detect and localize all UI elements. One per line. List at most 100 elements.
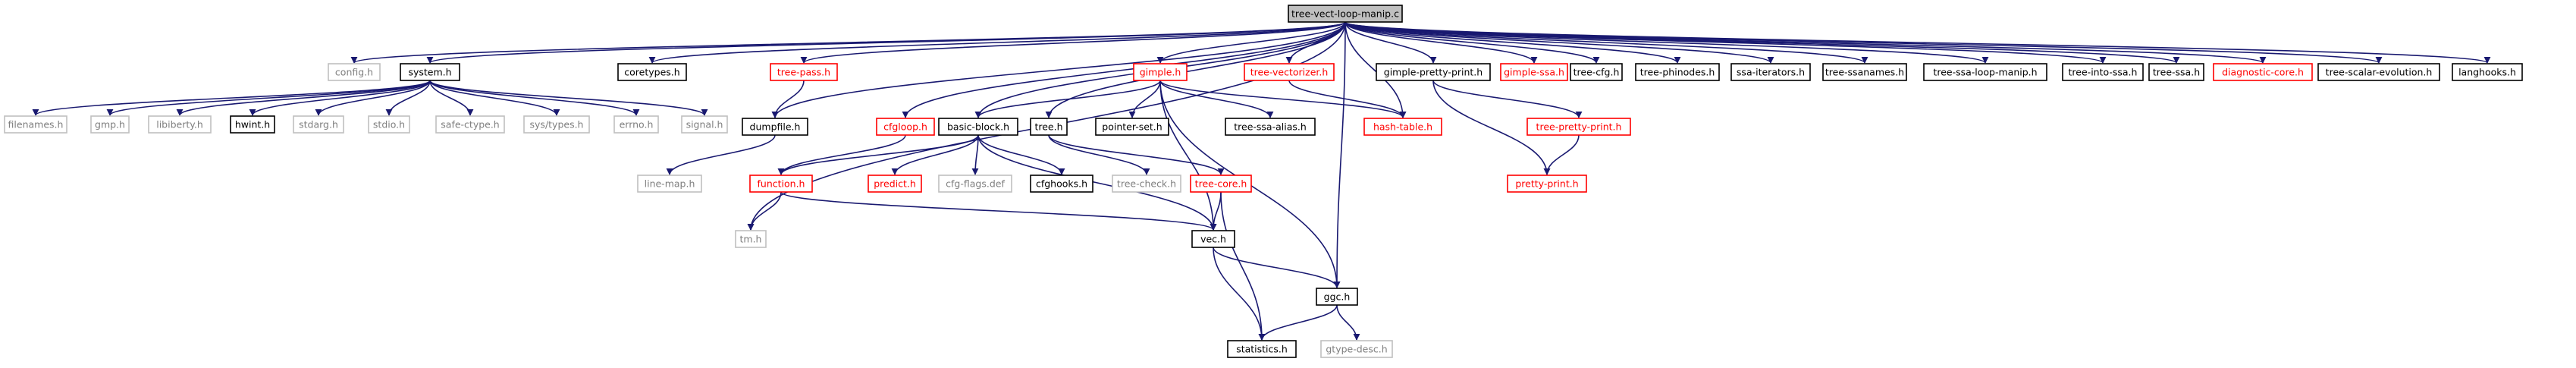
edge-root-to-tree-into-ssa-h — [1344, 21, 2107, 64]
node-box — [868, 175, 922, 193]
edge-line — [429, 80, 560, 116]
node-tm-h[interactable]: tm.h — [735, 230, 767, 248]
edge-line — [315, 80, 431, 116]
edge-line — [1048, 134, 1225, 175]
node-cfgloop-h[interactable]: cfgloop.h — [876, 118, 935, 136]
node-label: system.h — [408, 67, 451, 78]
node-tree-vectorizer-h[interactable]: tree-vectorizer.h — [1244, 63, 1335, 81]
node-box — [1227, 340, 1297, 358]
node-system-h[interactable]: system.h — [400, 63, 460, 81]
node-libiberty-h[interactable]: libiberty.h — [148, 115, 212, 134]
node-tree-ssanames-h[interactable]: tree-ssanames.h — [1822, 63, 1907, 81]
node-hwint-h[interactable]: hwint.h — [230, 115, 275, 134]
node-box — [1500, 63, 1568, 81]
edge-line — [1344, 21, 1437, 64]
node-gimple-h[interactable]: gimple.h — [1133, 63, 1188, 81]
edge-line — [800, 21, 1346, 64]
node-diagnostic-core-h[interactable]: diagnostic-core.h — [2213, 63, 2313, 81]
node-label: gimple.h — [1140, 67, 1181, 78]
edge-line — [1213, 247, 1341, 288]
node-predict-h[interactable]: predict.h — [868, 175, 922, 193]
node-label: sys/types.h — [530, 119, 584, 131]
node-tree-phinodes-h[interactable]: tree-phinodes.h — [1635, 63, 1720, 81]
node-basic-block-h[interactable]: basic-block.h — [938, 118, 1018, 136]
node-tree-pretty-print-h[interactable]: tree-pretty-print.h — [1526, 118, 1631, 136]
edge-line — [1344, 21, 2490, 64]
node-root[interactable]: tree-vect-loop-manip.c — [1288, 5, 1403, 23]
edge-line — [891, 134, 979, 175]
node-pointer-set-h[interactable]: pointer-set.h — [1095, 118, 1169, 136]
edge-root-to-dumpfile-h — [771, 21, 1346, 118]
edge-line — [429, 80, 474, 116]
node-label: tree-pretty-print.h — [1536, 121, 1622, 133]
node-tree-core-h[interactable]: tree-core.h — [1190, 175, 1252, 193]
node-gtype-desc-h[interactable]: gtype-desc.h — [1320, 340, 1393, 358]
node-box — [938, 118, 1018, 136]
node-label: line-map.h — [645, 178, 695, 190]
node-statistics-h[interactable]: statistics.h — [1227, 340, 1297, 358]
node-label: langhooks.h — [2458, 67, 2516, 78]
node-tree-check-h[interactable]: tree-check.h — [1112, 175, 1181, 193]
edges-layer — [32, 21, 2490, 341]
edge-root-to-tree-h — [1045, 21, 1346, 118]
edge-tree-h-to-tree-core-h — [1048, 134, 1225, 175]
node-box — [400, 63, 460, 81]
node-safe-ctype-h[interactable]: safe-ctype.h — [435, 115, 505, 134]
node-coretypes-h[interactable]: coretypes.h — [617, 63, 687, 81]
node-box — [1190, 175, 1252, 193]
node-tree-ssa-alias-h[interactable]: tree-ssa-alias.h — [1225, 118, 1316, 136]
node-box — [613, 115, 659, 134]
node-label: tree-scalar-evolution.h — [2326, 67, 2433, 78]
node-line-map-h[interactable]: line-map.h — [637, 175, 702, 193]
edge-tree-h-to-tree-check-h — [1048, 134, 1150, 175]
node-tree-cfg-h[interactable]: tree-cfg.h — [1570, 63, 1623, 81]
edge-line — [1432, 80, 1583, 118]
node-vec-h[interactable]: vec.h — [1191, 230, 1235, 248]
node-pretty-print-h[interactable]: pretty-print.h — [1507, 175, 1587, 193]
node-box — [1507, 175, 1587, 193]
node-stdarg-h[interactable]: stdarg.h — [293, 115, 344, 134]
edge-line — [32, 80, 431, 116]
node-label: gimple-ssa.h — [1504, 67, 1564, 78]
edge-basic-block-h-to-cfg-flags-def — [971, 134, 979, 175]
node-tree-scalar-evolution-h[interactable]: tree-scalar-evolution.h — [2317, 63, 2440, 81]
node-tree-h[interactable]: tree.h — [1030, 118, 1068, 136]
edge-system-h-to-stdio-h — [385, 80, 431, 116]
node-box — [293, 115, 344, 134]
node-function-h[interactable]: function.h — [749, 175, 813, 193]
node-box — [230, 115, 275, 134]
node-signal-h[interactable]: signal.h — [681, 115, 728, 134]
edge-gimple-h-to-tree-ssa-alias-h — [1159, 80, 1274, 118]
node-ggc-h[interactable]: ggc.h — [1316, 288, 1358, 306]
edge-line — [385, 80, 431, 116]
node-sys-types-h[interactable]: sys/types.h — [523, 115, 590, 134]
node-box — [617, 63, 687, 81]
node-label: stdio.h — [373, 119, 405, 131]
node-gimple-ssa-h[interactable]: gimple-ssa.h — [1500, 63, 1568, 81]
edge-cfgloop-h-to-function-h — [777, 134, 906, 175]
node-tree-ssa-h[interactable]: tree-ssa.h — [2148, 63, 2204, 81]
node-errno-h[interactable]: errno.h — [613, 115, 659, 134]
node-cfg-flags-def[interactable]: cfg-flags.def — [938, 175, 1012, 193]
node-tree-pass-h[interactable]: tree-pass.h — [770, 63, 838, 81]
node-dumpfile-h[interactable]: dumpfile.h — [742, 118, 808, 136]
node-hash-table-h[interactable]: hash-table.h — [1363, 118, 1442, 136]
node-langhooks-h[interactable]: langhooks.h — [2452, 63, 2523, 81]
node-filenames-h[interactable]: filenames.h — [4, 115, 67, 134]
edge-line — [974, 80, 1161, 118]
node-box — [4, 115, 67, 134]
edge-root-to-diagnostic-core-h — [1344, 21, 2267, 64]
node-stdio-h[interactable]: stdio.h — [368, 115, 410, 134]
edge-line — [1344, 21, 1774, 64]
node-tree-into-ssa-h[interactable]: tree-into-ssa.h — [2062, 63, 2144, 81]
node-gimple-pretty-print-h[interactable]: gimple-pretty-print.h — [1376, 63, 1491, 81]
edge-root-to-tree-cfg-h — [1344, 21, 1600, 64]
edge-line — [771, 21, 1346, 118]
node-config-h[interactable]: config.h — [328, 63, 381, 81]
node-box — [1095, 118, 1169, 136]
node-cfghooks-h[interactable]: cfghooks.h — [1030, 175, 1093, 193]
node-gmp-h[interactable]: gmp.h — [90, 115, 130, 134]
node-tree-ssa-loop-manip-h[interactable]: tree-ssa-loop-manip.h — [1923, 63, 2047, 81]
node-label: errno.h — [620, 119, 654, 131]
node-ssa-iterators-h[interactable]: ssa-iterators.h — [1730, 63, 1811, 81]
